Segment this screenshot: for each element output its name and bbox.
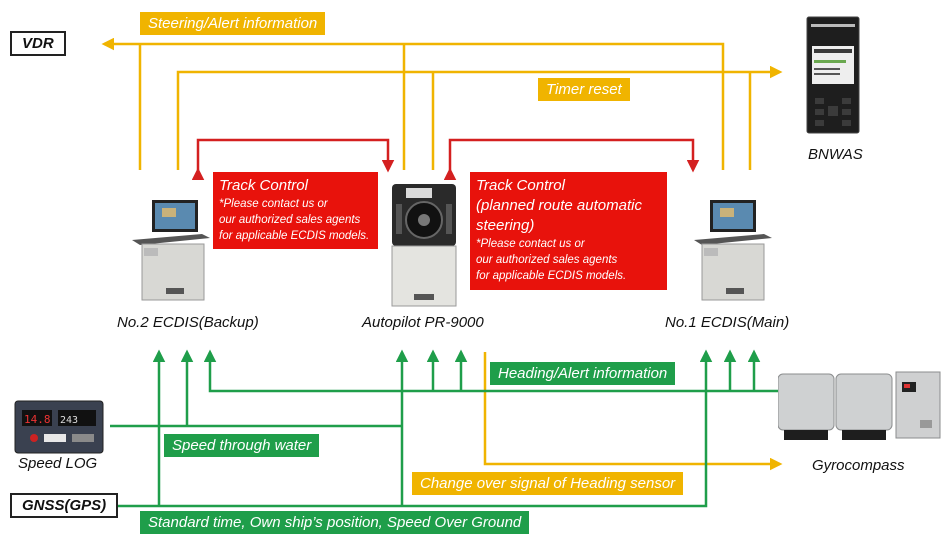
track-control-right-note-3: for applicable ECDIS models. [476,270,627,282]
bnwas-label: BNWAS [808,146,863,163]
speed-through-water-label: Speed through water [164,434,320,457]
gnss-label: GNSS(GPS) [10,493,119,518]
track-control-right-title-1: Track Control [476,177,565,194]
speed-log-display-image: 14.8 243 [14,400,104,454]
ecdis-backup-label: No.2 ECDIS(Backup) [117,314,259,331]
gyrocompass-label: Gyrocompass [812,457,905,474]
autopilot-label: Autopilot PR-9000 [362,314,484,331]
track-control-left-note-3: for applicable ECDIS models. [219,230,370,242]
track-control-right-title-3: steering) [476,217,535,234]
change-over-label: Change over signal of Heading sensor [412,472,684,495]
track-control-left-note-2: our authorized sales agents [219,214,361,226]
track-control-right-arrow [443,138,700,180]
standard-time-label: Standard time, Own ship’s position, Spee… [140,511,530,534]
gyrocompass-units-image [778,371,941,440]
ecdis-main-label: No.1 ECDIS(Main) [665,314,790,331]
track-control-right-note-1: *Please contact us or [476,238,585,250]
steering-alert-line [101,37,725,170]
track-control-left-title: Track Control [219,177,308,194]
ecdis-main-console-image [694,200,772,301]
track-control-right-note-2: our authorized sales agents [476,254,618,266]
autopilot-console-image [391,184,457,307]
track-control-left-arrow [191,138,395,180]
track-control-right-box: Track Control (planned route automatic s… [470,172,667,290]
bnwas-panel-image [806,16,860,134]
timer-reset-line [176,65,783,170]
steering-alert-label: Steering/Alert information [140,12,326,35]
svg-text:243: 243 [60,415,78,426]
track-control-right-title-2: (planned route automatic [476,197,642,214]
heading-alert-label: Heading/Alert information [490,362,676,385]
heading-alert-line [203,349,778,393]
ecdis-backup-console-image [132,200,210,301]
change-over-line [483,352,783,471]
vdr-label: VDR [10,31,66,56]
standard-time-line [104,349,713,508]
svg-text:14.8: 14.8 [24,413,51,426]
track-control-left-box: Track Control *Please contact us or our … [213,172,378,249]
speed-log-label: Speed LOG [18,455,98,472]
track-control-left-note-1: *Please contact us or [219,198,328,210]
speed-through-water-line [110,349,402,428]
timer-reset-label: Timer reset [538,78,630,101]
